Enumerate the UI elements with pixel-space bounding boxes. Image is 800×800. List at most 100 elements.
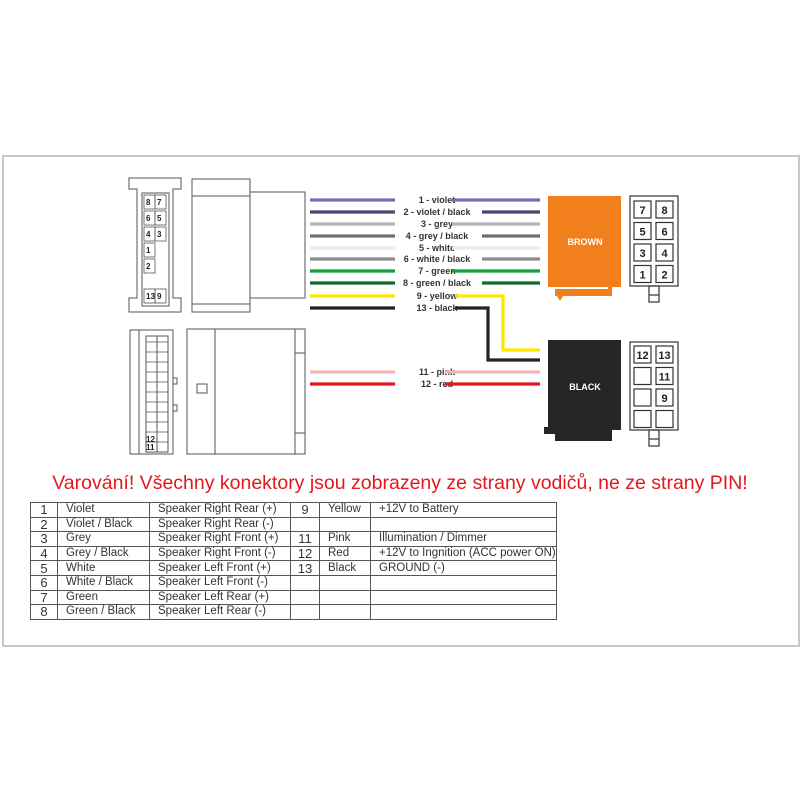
table-cell: Illumination / Dimmer (370, 531, 557, 547)
table-cell (370, 589, 557, 606)
table-cell: Green (57, 589, 150, 606)
wire-segment (455, 294, 540, 352)
left-top-pin (154, 288, 167, 304)
table-cell: 13 (290, 560, 320, 576)
brown-pin-number: 6 (661, 227, 667, 239)
table-cell: 9 (290, 502, 320, 518)
wire-label: 8 - green / black (403, 278, 472, 288)
brown-pin-number: 4 (661, 248, 668, 260)
brown-pin (655, 200, 674, 219)
table-cell: Grey (57, 531, 150, 547)
table-cell (370, 604, 557, 620)
table-cell: White / Black (57, 574, 150, 591)
wire-9: 13 - black (310, 303, 540, 362)
wire-2: 3 - grey (310, 219, 540, 229)
table-cell: Speaker Right Front (-) (149, 545, 291, 562)
table-cell (319, 604, 371, 620)
left-top-pin (154, 226, 167, 242)
black-pin (633, 409, 652, 429)
brown-pin (655, 221, 674, 241)
wire-label: 3 - grey (421, 219, 453, 229)
wire-4: 5 - white (310, 243, 540, 253)
black-pin (655, 345, 674, 364)
wire-label: 12 - red (421, 379, 453, 389)
table-cell (290, 589, 320, 606)
black-pin-number: 12 (636, 350, 648, 362)
brown-pin-number: 2 (661, 270, 667, 282)
brown-pin-block (629, 195, 679, 287)
wire-10: 11 - pink (310, 367, 540, 377)
table-cell: 5 (30, 560, 58, 576)
wire-label: 2 - violet / black (403, 207, 471, 217)
table-cell (290, 574, 320, 591)
iso-connector-bottom-body (186, 328, 306, 455)
table-cell: 4 (30, 545, 58, 562)
table-cell (290, 516, 320, 533)
brown-pin (633, 264, 652, 284)
left-top-pin-number: 4 (146, 230, 151, 239)
black-pin (633, 388, 652, 407)
wire-label: 5 - white (419, 243, 455, 253)
brown-connector-label: BROWN (568, 237, 603, 247)
wire-label: 11 - pink (419, 367, 456, 377)
table-cell (370, 574, 557, 591)
table-cell: GROUND (-) (370, 560, 557, 576)
left-bottom-pin-number: 12 (146, 435, 155, 444)
table-cell: 11 (290, 531, 320, 547)
table-cell: 1 (30, 502, 58, 518)
wire-11: 12 - red (310, 379, 540, 389)
left-top-pin (143, 258, 156, 274)
table-cell: Speaker Left Front (+) (149, 560, 291, 576)
table-cell: Speaker Right Front (+) (149, 531, 291, 547)
table-cell: 3 (30, 531, 58, 547)
table-cell: Speaker Right Rear (-) (149, 516, 291, 533)
table-cell: +12V to Ingnition (ACC power ON) (370, 545, 557, 562)
table-cell: Yellow (319, 502, 371, 518)
left-bottom-pin-number: 11 (146, 443, 155, 452)
brown-pin (633, 243, 652, 262)
table-cell: Red (319, 545, 371, 562)
left-top-pin (143, 242, 156, 258)
table-cell (319, 589, 371, 606)
table-cell: Black (319, 560, 371, 576)
table-cell: 7 (30, 589, 58, 606)
wire-label: 7 - green (418, 266, 456, 276)
black-pin (655, 366, 674, 386)
left-top-pin-number: 6 (146, 214, 151, 223)
table-cell: Violet / Black (57, 516, 150, 533)
left-top-pin-number: 3 (157, 230, 162, 239)
left-top-pin-number: 2 (146, 262, 151, 271)
wire-label: 1 - violet (419, 195, 456, 205)
black-connector: BLACK (544, 340, 621, 441)
table-cell: White (57, 560, 150, 576)
wire-3: 4 - grey / black (310, 231, 540, 241)
wire-label: 9 - yellow (417, 291, 459, 301)
table-cell: Pink (319, 531, 371, 547)
left-top-pin (154, 194, 167, 210)
left-top-pin-number: 1 (146, 246, 151, 255)
table-cell: Speaker Left Rear (+) (149, 589, 291, 606)
black-pin-number: 9 (661, 393, 667, 405)
brown-pin (655, 243, 674, 262)
iso-connector-bottom-face (129, 329, 174, 455)
table-cell: 2 (30, 516, 58, 533)
wire-5: 6 - white / black (310, 254, 540, 264)
brown-pin-number: 3 (639, 248, 645, 260)
left-top-pin-number: 7 (157, 198, 162, 207)
table-cell: Violet (57, 502, 150, 518)
black-pin (633, 345, 652, 364)
table-cell: Green / Black (57, 604, 150, 620)
table-cell: 8 (30, 604, 58, 620)
brown-pin-number: 1 (639, 270, 645, 282)
left-top-pin-number: 9 (157, 292, 162, 301)
table-cell (319, 574, 371, 591)
